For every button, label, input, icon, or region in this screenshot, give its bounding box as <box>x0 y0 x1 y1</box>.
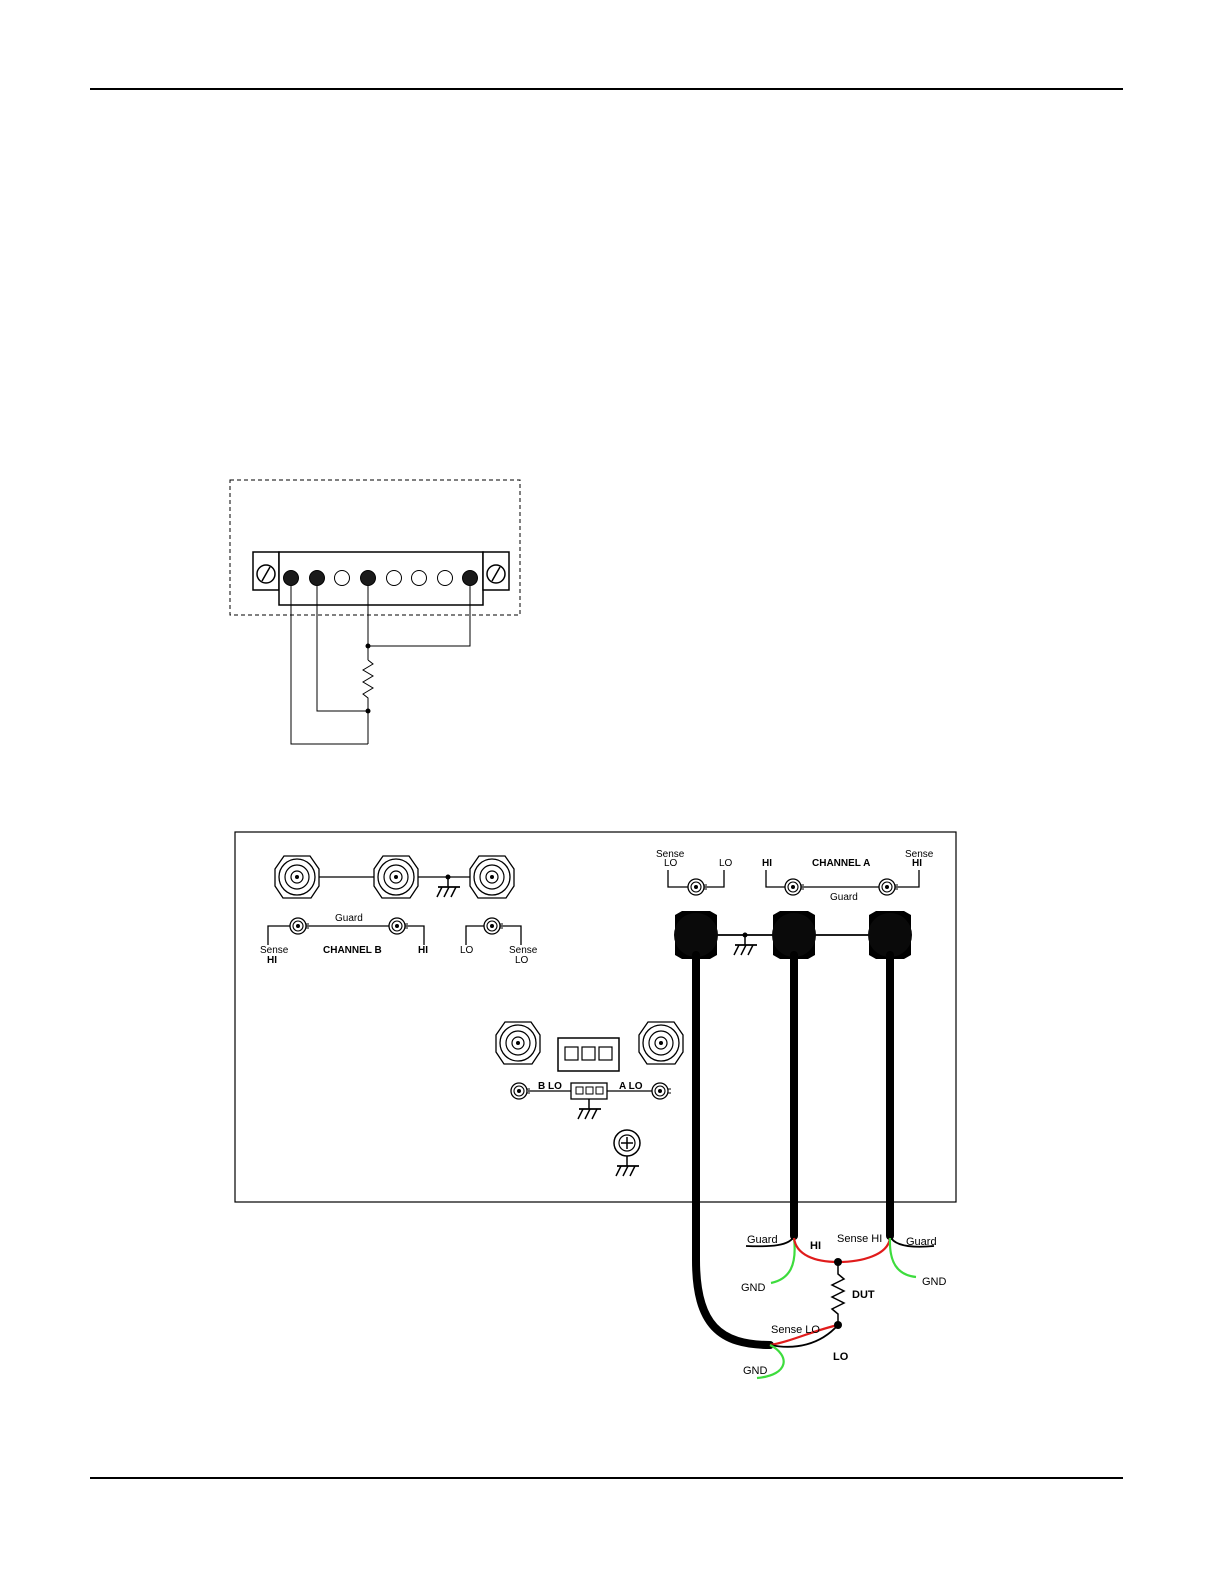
channel-b-lo-connector-icon <box>484 918 503 934</box>
cables <box>696 955 890 1345</box>
channel-a-title: CHANNEL A <box>812 858 870 869</box>
channel-a-sense-hi-label-bottom: HI <box>912 858 922 869</box>
dut-top-junction <box>834 1258 842 1266</box>
channel-b-triax-row <box>275 856 514 898</box>
interlock-connector-icon <box>558 1038 619 1071</box>
channel-b-hi-connector-icon <box>389 918 408 934</box>
channel-b-title: CHANNEL B <box>323 945 382 956</box>
guard-right-label: Guard <box>906 1236 937 1248</box>
guard-left-label: Guard <box>747 1234 778 1246</box>
sense-lo-wire-label: Sense LO <box>771 1324 820 1336</box>
channel-a-sense-hi-connector-icon <box>879 879 898 895</box>
hi-wire-label: HI <box>810 1240 821 1252</box>
sense-hi-wire-label: Sense HI <box>837 1233 882 1245</box>
lower-bnc-left-icon <box>496 1022 540 1064</box>
channel-a-sense-connectors <box>668 870 919 895</box>
channel-b-guard-label: Guard <box>335 913 363 924</box>
channel-b-triax-1-icon <box>275 856 319 898</box>
channel-b-triax-2-icon <box>374 856 418 898</box>
channel-a-lo-label: LO <box>719 858 733 869</box>
channel-b-lo-label: LO <box>460 945 474 956</box>
dut-bottom-junction <box>834 1321 842 1329</box>
gnd-bottom-label: GND <box>743 1365 768 1377</box>
channel-a-hi-connector-icon <box>785 879 804 895</box>
gnd-right-label: GND <box>922 1276 947 1288</box>
lo-ground-strip <box>511 1083 671 1119</box>
gnd-left-label: GND <box>741 1282 766 1294</box>
a-lo-connector-icon <box>652 1083 671 1099</box>
channel-a-lo-connector-icon <box>688 879 707 895</box>
channel-b-sense-lo-label-bottom: LO <box>515 955 529 966</box>
b-lo-label: B LO <box>538 1081 562 1092</box>
channel-b-sense-hi-label-bottom: HI <box>267 955 277 966</box>
channel-a-guard-label: Guard <box>830 892 858 903</box>
channel-a-sense-lo-label-bottom: LO <box>664 858 678 869</box>
dut-resistor <box>832 1262 844 1325</box>
lower-bnc-right-icon <box>639 1022 683 1064</box>
b-lo-connector-icon <box>511 1083 530 1099</box>
channel-b-hi-label: HI <box>418 945 428 956</box>
channel-b-triax-3-icon <box>470 856 514 898</box>
channel-a-hi-label: HI <box>762 858 772 869</box>
chassis-ground-screw-icon <box>614 1130 640 1176</box>
channel-b-sense-hi-connector-icon <box>290 918 309 934</box>
lo-wire-label: LO <box>833 1351 849 1363</box>
channel-b-sense-connectors <box>268 918 521 945</box>
dut-label: DUT <box>852 1289 875 1301</box>
a-lo-label: A LO <box>619 1081 643 1092</box>
